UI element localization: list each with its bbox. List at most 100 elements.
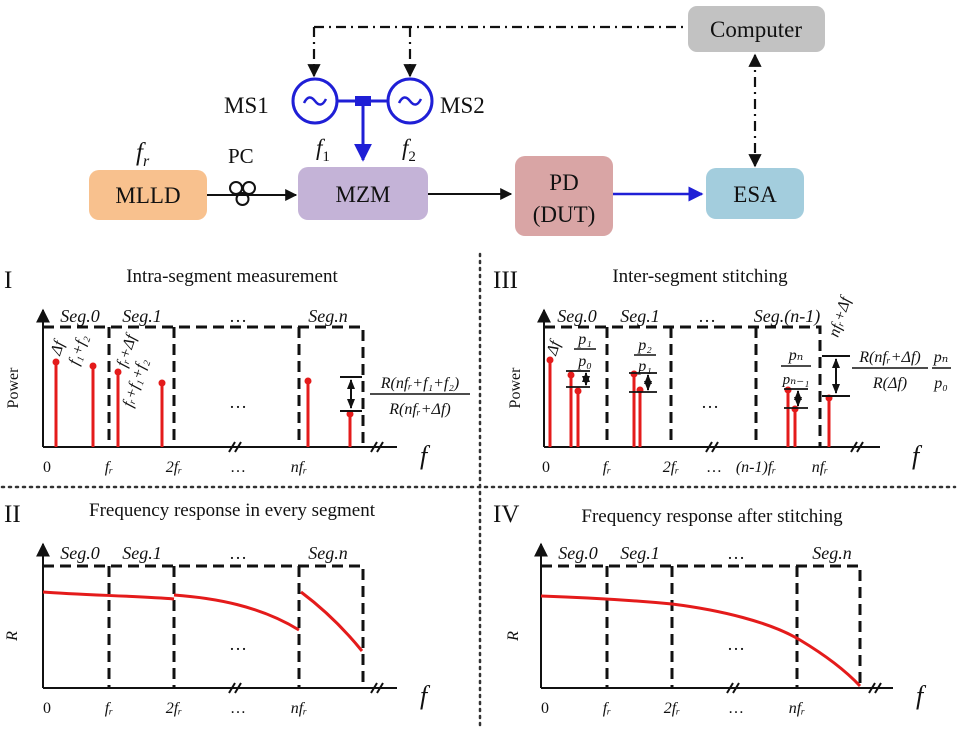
esa-box [706, 168, 804, 219]
panel-title: Intra-segment measurement [126, 266, 338, 287]
y-axis-label: Power [507, 367, 524, 409]
spectral-line [630, 370, 638, 447]
pn-label: pₙ [788, 347, 803, 364]
x-tick-label: … [728, 700, 744, 717]
response-curve-segment [300, 590, 364, 652]
spectral-line [52, 358, 60, 447]
ellipsis: … [701, 392, 719, 412]
fr-label: fr [136, 139, 150, 170]
p1-label: p₁ [637, 358, 652, 375]
ratio-numerator: R(nfᵣ+Δf) [858, 349, 920, 366]
panel-inter-segment: III Inter-segment stitching Power Seg.0 … [493, 266, 951, 476]
f-axis-label: f [420, 681, 431, 710]
ellipsis: … [727, 634, 745, 654]
x-tick-label: 2fᵣ [664, 700, 680, 717]
f1-label: f1 [316, 135, 330, 165]
segment-label: Seg.0 [60, 306, 100, 326]
panel-roman-numeral: IV [493, 501, 519, 528]
pd-dut-box [515, 156, 613, 236]
x-tick-label: … [230, 459, 246, 476]
spectral-line [567, 371, 575, 447]
spectral-line [574, 387, 582, 447]
x-tick-label: fᵣ [105, 459, 113, 476]
computer-label: Computer [710, 17, 802, 42]
panel-response-after-stitching: IV Frequency response after stitching R … [493, 501, 927, 717]
segment-outline [43, 325, 365, 447]
segment-label: Seg.0 [558, 543, 598, 563]
x-tick-label: 0 [541, 700, 549, 717]
pn-ratio-numerator: pₙ [933, 349, 948, 366]
axis-break-icon [726, 682, 740, 694]
segment-label: … [698, 306, 716, 326]
segment-outline [43, 564, 365, 688]
x-tick-label: 0 [43, 459, 51, 476]
segment-label: Seg.1 [122, 306, 162, 326]
p1-label: p₁ [577, 331, 592, 348]
segment-label: Seg.0 [557, 306, 597, 326]
panel-title: Frequency response after stitching [581, 506, 843, 527]
delta-f-label: Δf [47, 336, 69, 358]
ratio-denominator: R(nfᵣ+Δf) [388, 401, 450, 418]
axis-break-icon [228, 441, 242, 453]
spectral-line [636, 386, 644, 447]
segment-label: Seg.n [812, 543, 852, 563]
ratio-denominator: R(Δf) [872, 375, 907, 392]
stitched-response-curve [540, 594, 862, 688]
x-tick-label: 0 [542, 459, 550, 476]
x-tick-label: 2fᵣ [166, 459, 182, 476]
ellipsis: … [229, 634, 247, 654]
mlld-label: MLLD [115, 183, 180, 208]
segment-outline [541, 564, 862, 688]
x-tick-label: nfᵣ [291, 459, 307, 476]
x-tick-label: … [230, 700, 246, 717]
spectral-line [791, 405, 799, 447]
segment-label: Seg.(n-1) [754, 306, 820, 327]
x-tick-label: fᵣ [603, 700, 611, 717]
axis-break-icon [228, 682, 242, 694]
ms1-label: MS1 [224, 93, 269, 118]
segment-label: Seg.1 [122, 543, 162, 563]
axis-break-icon [370, 441, 384, 453]
axis-break-icon [705, 441, 719, 453]
x-tick-label: 0 [43, 700, 51, 717]
spectral-line [304, 377, 312, 447]
x-tick-label: (n-1)fᵣ [736, 459, 776, 476]
segment-label: Seg.n [308, 543, 348, 563]
sine-icon [397, 96, 423, 106]
f-axis-label: f [912, 441, 923, 470]
polarization-controller-icon [229, 181, 256, 206]
panel-title: Frequency response in every segment [89, 500, 376, 521]
x-tick-label: 2fᵣ [166, 700, 182, 717]
spectral-line [89, 362, 97, 447]
delta-f-label: Δf [543, 336, 565, 358]
pc-label: PC [228, 144, 254, 168]
p0-label: p₀ [577, 353, 592, 370]
nfr-plus-delta-f-label: nfᵣ+Δf [826, 293, 856, 340]
segment-label: Seg.0 [60, 543, 100, 563]
mzm-box [298, 167, 428, 220]
panel-response-every-segment: II Frequency response in every segment R… [4, 500, 431, 717]
segment-label: … [229, 306, 247, 326]
ratio-numerator: R(nfᵣ+f₁+f₂) [380, 375, 459, 392]
segment-outline [544, 325, 822, 447]
x-tick-label: 2fᵣ [663, 459, 679, 476]
y-axis-label: R [505, 631, 522, 642]
f-axis-label: f [916, 681, 927, 710]
sine-icon [302, 96, 328, 106]
segment-label: Seg.n [308, 306, 348, 326]
spectral-line [158, 379, 166, 447]
esa-label: ESA [733, 182, 777, 207]
x-tick-label: nfᵣ [789, 700, 805, 717]
spectral-line [546, 356, 554, 447]
segment-label: … [727, 543, 745, 563]
axis-break-icon [370, 682, 384, 694]
x-tick-label: fᵣ [105, 700, 113, 717]
y-axis-label: R [4, 631, 21, 642]
pn-minus-1-label: pₙ₋₁ [782, 372, 810, 388]
segment-label: … [229, 543, 247, 563]
axis-break-icon [850, 441, 864, 453]
response-curve-segment [42, 590, 175, 601]
segment-label: Seg.1 [620, 306, 660, 326]
y-axis-label: Power [5, 367, 22, 409]
